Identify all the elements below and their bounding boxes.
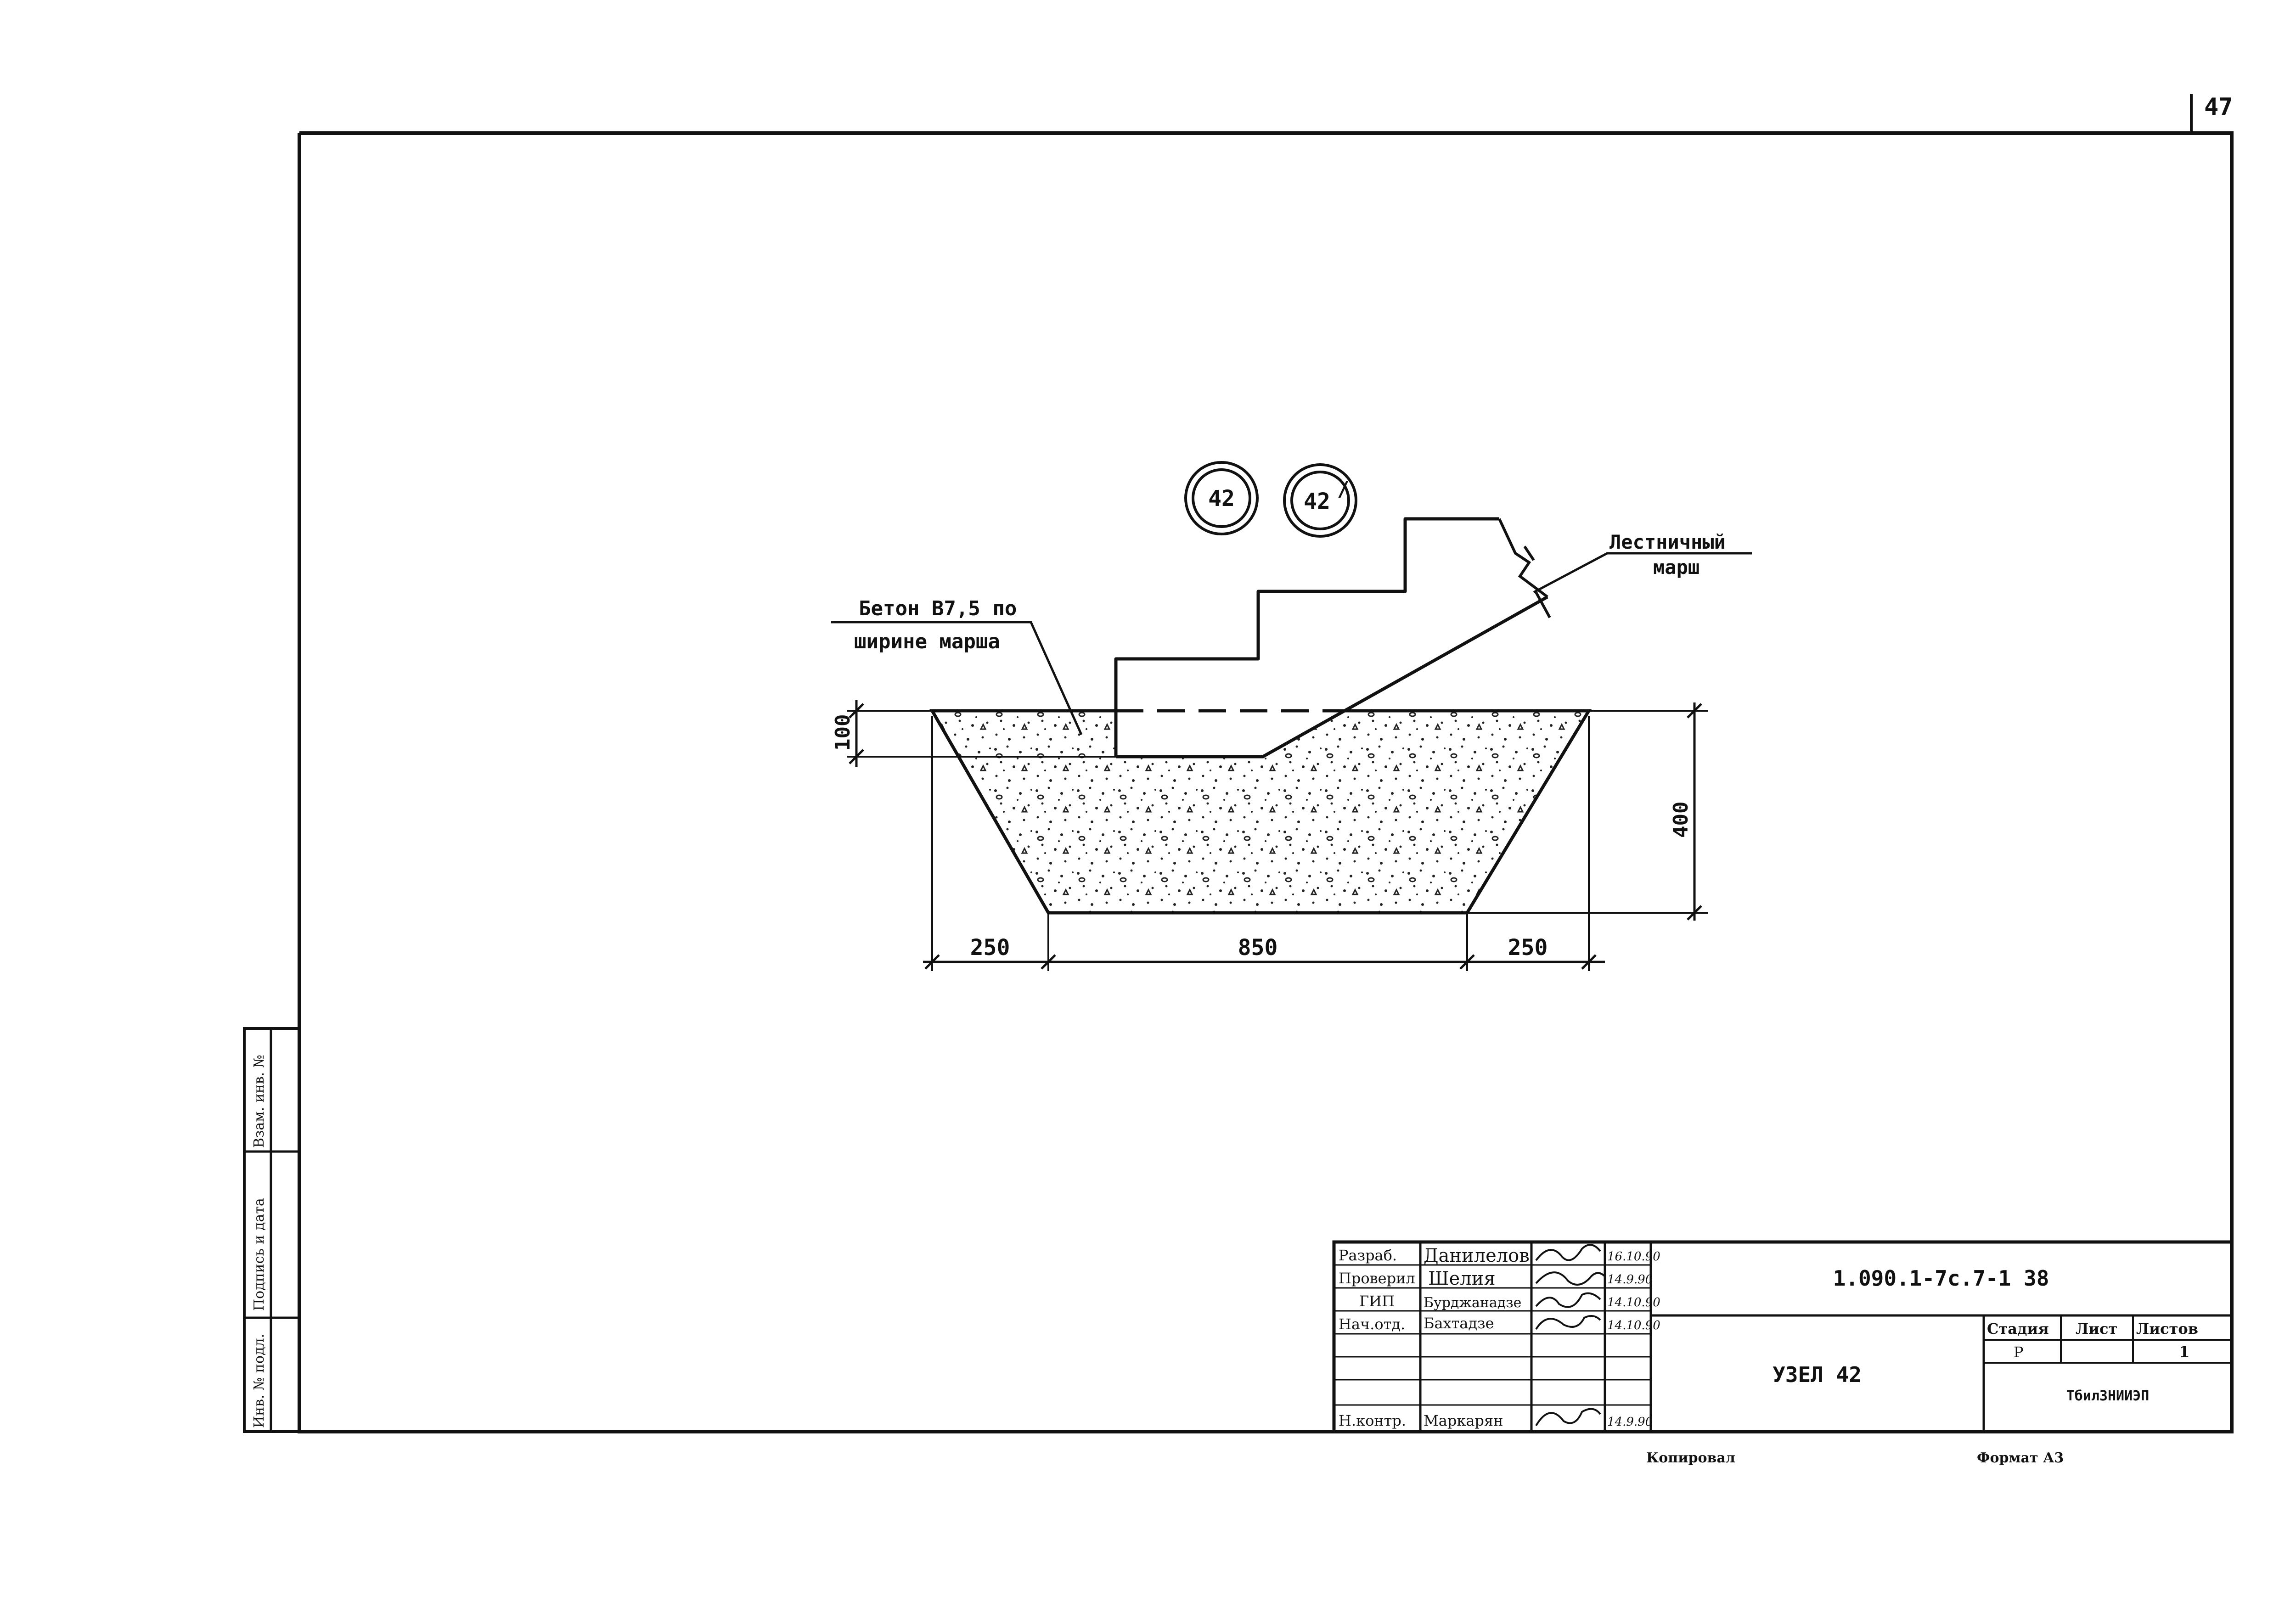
name-developer: Данилелов [1424,1245,1530,1266]
callout-node-42-prime-label: 42 [1304,489,1330,514]
title-block: Разраб. Проверил ГИП Нач.отд. Н.контр. Д… [1332,1240,2234,1433]
dim-bottom-width-value: 850 [1238,935,1278,961]
signature-dept-head [1535,1315,1601,1330]
dim-height-value: 400 [1669,802,1693,838]
signature-checker [1535,1271,1606,1286]
role-chief-engineer: ГИП [1359,1292,1395,1310]
callout-node-42-prime-mark: / [1337,478,1350,501]
stamp-sign-date: Подпись и дата [251,1198,267,1311]
date-norm-control: 14.9.90 [1607,1415,1653,1429]
stage-header: Стадия [1987,1320,2049,1337]
stage-value: Р [2014,1343,2024,1361]
footer-copied: Копировал [1646,1450,1735,1466]
role-developer: Разраб. [1339,1247,1397,1264]
stair-label-line1: Лестничный [1609,531,1726,553]
callout-node-42-label: 42 [1208,486,1235,511]
date-developer: 16.10.90 [1607,1250,1660,1264]
concrete-label-line2: ширине марша [854,630,1000,653]
date-dept-head: 14.10.90 [1607,1319,1660,1332]
break-tick-2 [1535,591,1551,618]
role-dept-head: Нач.отд. [1339,1315,1405,1333]
sheets-header: Листов [2136,1320,2198,1337]
signature-chief-engineer [1535,1292,1601,1308]
organization: ТбилЗНИИЭП [2066,1388,2150,1404]
sheets-value: 1 [2179,1343,2190,1361]
stair-soffit [1116,595,1548,759]
sheet-header: Лист [2076,1320,2117,1337]
stair-profile [1114,517,1499,757]
name-checker: Шелия [1428,1268,1496,1289]
dim-top-layer: 100 [831,700,1116,767]
stamp-inv-orig: Инв. № подл. [251,1334,267,1428]
stamp-inv-subst: Взам. инв. № [251,1055,267,1148]
label-concrete: Бетон В7,5 по ширине марша [831,597,1083,736]
footing-fill [932,711,1589,913]
date-chief-engineer: 14.10.90 [1607,1296,1660,1309]
role-norm-control: Н.контр. [1339,1412,1406,1429]
stair-cutout [1116,711,1345,757]
footing-outline [929,709,1592,915]
page-number: 47 [2204,93,2233,121]
stair-flight [1114,517,1551,759]
side-stamp: Взам. инв. № Подпись и дата Инв. № подл. [243,1027,301,1433]
dim-height: 400 [1467,702,1708,921]
stair-label-line2: марш [1653,556,1699,579]
signature-developer [1535,1244,1601,1261]
name-norm-control: Маркарян [1424,1412,1503,1429]
dim-left-width-value: 250 [970,935,1010,961]
sheet-title: УЗЕЛ 42 [1773,1362,1862,1387]
dim-right-width-value: 250 [1508,935,1548,961]
role-checker: Проверил [1339,1270,1415,1287]
callout-node-42: 42 [1184,461,1259,535]
name-dept-head: Бахтадзе [1424,1315,1494,1332]
signature-norm-control [1535,1408,1601,1427]
dim-top-layer-value: 100 [831,714,855,751]
date-checker: 14.9.90 [1607,1273,1653,1287]
doc-code: 1.090.1-7с.7-1 38 [1833,1266,2049,1291]
concrete-footing [929,709,1592,915]
callout-node-42-prime: 42 / [1283,463,1357,538]
break-tick-1 [1523,545,1535,561]
footer-format: Формат А3 [1977,1450,2064,1466]
concrete-label-line1: Бетон В7,5 по [859,597,1017,620]
break-line [1498,518,1548,598]
name-chief-engineer: Бурджанадзе [1424,1295,1521,1311]
label-stair-flight: Лестничный марш [1533,531,1752,594]
dim-widths: 250 850 250 [923,716,1605,971]
